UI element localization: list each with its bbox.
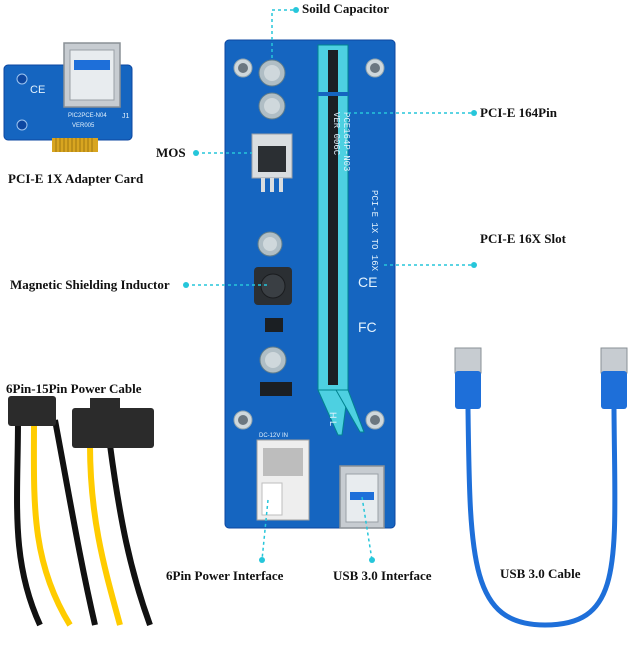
mos-chip	[251, 133, 293, 192]
label-adapter-card: PCI-E 1X Adapter Card	[8, 171, 144, 186]
label-power-interface: 6Pin Power Interface	[166, 568, 284, 583]
board-version-text: VER 006C	[331, 112, 341, 156]
adapter-card	[3, 42, 133, 152]
board-subtitle-text: PCI-E 1X TO 16X	[369, 190, 379, 272]
label-solid-capacitor: Soild Capacitor	[302, 1, 390, 16]
usb-cable	[454, 347, 628, 628]
label-mos: MOS	[156, 145, 186, 160]
board-hl-text: H L	[328, 412, 338, 426]
label-usb-cable: USB 3.0 Cable	[500, 566, 581, 581]
adapter-model-text: PIC2PCE-N04	[68, 113, 107, 119]
label-pcie-164pin: PCI-E 164Pin	[480, 105, 557, 120]
board-ce-mark: CE	[358, 274, 377, 290]
callout-lines	[186, 9, 474, 561]
label-pcie-16x-slot: PCI-E 16X Slot	[480, 231, 566, 246]
magnetic-inductor	[254, 267, 292, 396]
adapter-ce-mark: CE	[30, 84, 45, 96]
board-fc-mark: FC	[358, 319, 377, 335]
label-power-cable: 6Pin-15Pin Power Cable	[6, 381, 142, 396]
adapter-version-text: VER005	[72, 123, 95, 129]
callout-dots	[183, 7, 477, 563]
power-socket	[256, 439, 310, 521]
solid-capacitors	[257, 59, 287, 374]
board-power-text: DC-12V IN	[259, 433, 288, 439]
label-magnetic-inductor: Magnetic Shielding Inductor	[10, 277, 170, 292]
power-cable	[8, 396, 154, 627]
pcie-16x-slot	[317, 44, 365, 436]
adapter-j1-text: J1	[122, 113, 130, 120]
board-model-text: PCE164P-N03	[341, 112, 351, 171]
label-usb-interface: USB 3.0 Interface	[333, 568, 432, 583]
